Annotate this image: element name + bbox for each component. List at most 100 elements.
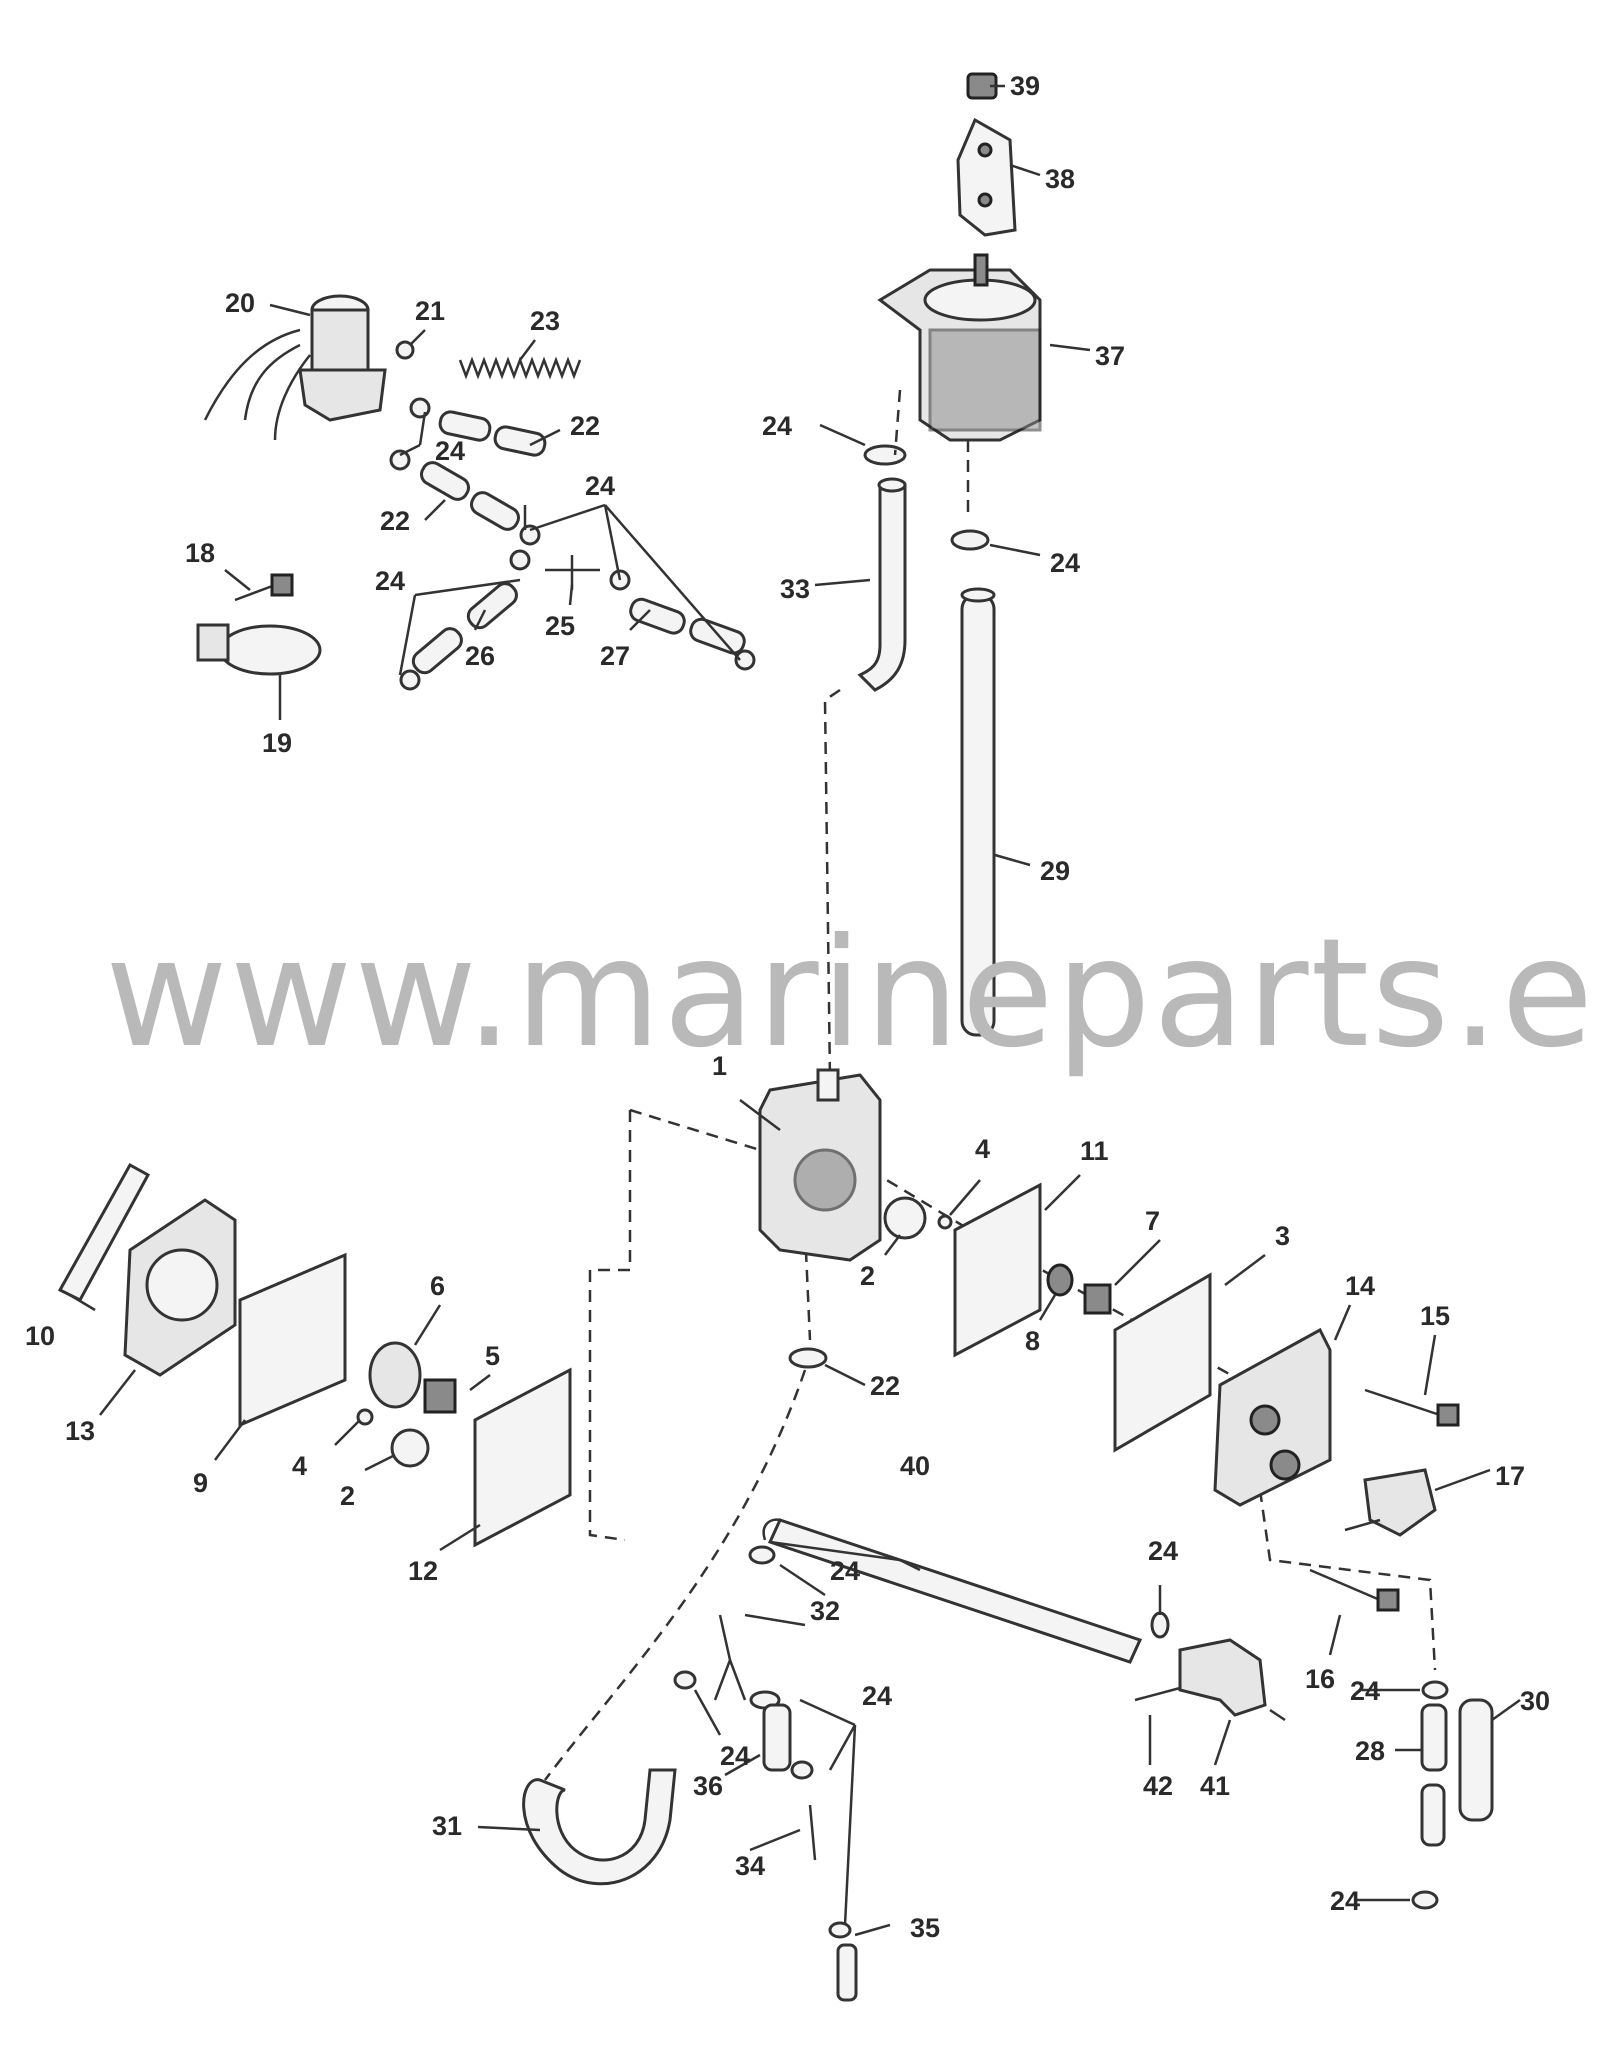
part-12-gasket bbox=[473, 1367, 572, 1548]
part-41-primer bbox=[1178, 1638, 1286, 1722]
part-8-seal bbox=[1046, 1263, 1074, 1297]
leader-lines bbox=[69, 84, 1521, 1937]
callout-21: 21 bbox=[415, 296, 445, 326]
part-29-hose bbox=[960, 587, 996, 1037]
part-35-hose bbox=[836, 1943, 858, 2002]
callout-34: 34 bbox=[735, 1851, 765, 1881]
callout-13: 13 bbox=[65, 1416, 95, 1446]
callout-9: 9 bbox=[193, 1468, 208, 1498]
callout-10: 10 bbox=[25, 1321, 55, 1351]
callout-28: 28 bbox=[1355, 1736, 1385, 1766]
part-9-diaphragm bbox=[238, 1252, 347, 1428]
part-2-disc-right bbox=[883, 1196, 927, 1240]
part-24-clamps-center bbox=[863, 444, 990, 551]
callout-3: 3 bbox=[1275, 1221, 1290, 1251]
part-31-hose bbox=[522, 1768, 677, 1886]
callout-22-c: 22 bbox=[870, 1371, 900, 1401]
callout-41: 41 bbox=[1200, 1771, 1230, 1801]
part-18-bolt bbox=[234, 573, 294, 602]
callout-24-i: 24 bbox=[1148, 1536, 1178, 1566]
callout-2-right: 2 bbox=[860, 1261, 875, 1291]
part-25-tee bbox=[545, 555, 600, 590]
callout-37: 37 bbox=[1095, 341, 1125, 371]
part-7-spring bbox=[1083, 1283, 1112, 1315]
part-24-clamps-upper bbox=[389, 397, 756, 691]
callout-2-left: 2 bbox=[340, 1481, 355, 1511]
callout-24-d: 24 bbox=[762, 411, 792, 441]
callout-24-j: 24 bbox=[1350, 1676, 1380, 1706]
part-17-fitting bbox=[1344, 1468, 1437, 1537]
callout-31: 31 bbox=[432, 1811, 462, 1841]
callout-19: 19 bbox=[262, 728, 292, 758]
part-20-solenoid bbox=[203, 294, 387, 441]
callout-36: 36 bbox=[693, 1771, 723, 1801]
part-4-pin-right bbox=[937, 1214, 953, 1230]
callout-8: 8 bbox=[1025, 1326, 1040, 1356]
part-22-hoses-upper bbox=[420, 410, 547, 531]
watermark-text: www.marineparts.eu bbox=[105, 907, 1602, 1081]
callout-4-left: 4 bbox=[292, 1451, 307, 1481]
part-13-cover bbox=[123, 1198, 237, 1377]
callout-32: 32 bbox=[810, 1596, 840, 1626]
part-36-hose bbox=[762, 1703, 792, 1772]
callout-16: 16 bbox=[1305, 1664, 1335, 1694]
callout-25: 25 bbox=[545, 611, 575, 641]
callout-26: 26 bbox=[465, 641, 495, 671]
callout-5: 5 bbox=[485, 1341, 500, 1371]
callout-20: 20 bbox=[225, 288, 255, 318]
callout-40: 40 bbox=[900, 1451, 930, 1481]
callout-33: 33 bbox=[780, 574, 810, 604]
part-4-pin-left bbox=[356, 1408, 374, 1426]
callout-labels: 39 38 37 20 21 23 22 24 22 24 24 25 26 2… bbox=[25, 71, 1550, 1943]
part-28-hoses bbox=[1420, 1703, 1448, 1847]
callout-24-b: 24 bbox=[585, 471, 615, 501]
callout-17: 17 bbox=[1495, 1461, 1525, 1491]
part-5-spring bbox=[423, 1378, 457, 1414]
part-14-cover bbox=[1213, 1327, 1332, 1507]
part-2-disc-left bbox=[390, 1428, 430, 1468]
part-23-spring bbox=[458, 356, 582, 380]
part-30-hose bbox=[1458, 1698, 1494, 1822]
part-19-clamp bbox=[196, 623, 322, 676]
part-27-hoses bbox=[629, 597, 746, 655]
part-16-screw bbox=[1309, 1568, 1400, 1612]
callout-24-c: 24 bbox=[375, 566, 405, 596]
callout-29: 29 bbox=[1040, 856, 1070, 886]
part-37-fuel-filter bbox=[877, 253, 1042, 442]
callout-39: 39 bbox=[1010, 71, 1040, 101]
callout-24-e: 24 bbox=[1050, 548, 1080, 578]
callout-24-k: 24 bbox=[1330, 1886, 1360, 1916]
part-32-tee bbox=[713, 1614, 747, 1701]
part-38-bracket bbox=[956, 117, 1017, 237]
callout-38: 38 bbox=[1045, 164, 1075, 194]
callout-23: 23 bbox=[530, 306, 560, 336]
callout-18: 18 bbox=[185, 538, 215, 568]
part-24-clamps-lower bbox=[673, 1545, 1449, 1939]
callout-42: 42 bbox=[1143, 1771, 1173, 1801]
callout-24-a: 24 bbox=[435, 436, 465, 466]
callout-14: 14 bbox=[1345, 1271, 1375, 1301]
part-11-gasket bbox=[953, 1182, 1042, 1358]
part-1-pump-body bbox=[758, 1068, 882, 1262]
part-21-washer bbox=[395, 340, 415, 360]
part-22-clamp-lower bbox=[788, 1347, 828, 1369]
callout-30: 30 bbox=[1520, 1686, 1550, 1716]
part-3-diaphragm bbox=[1113, 1272, 1212, 1453]
callout-24-f: 24 bbox=[830, 1556, 860, 1586]
callout-24-g: 24 bbox=[862, 1681, 892, 1711]
callout-11: 11 bbox=[1080, 1136, 1109, 1166]
callout-15: 15 bbox=[1420, 1301, 1450, 1331]
callout-7: 7 bbox=[1145, 1206, 1160, 1236]
part-15-screw bbox=[1364, 1388, 1460, 1427]
callout-4-right: 4 bbox=[975, 1134, 990, 1164]
part-6-plate bbox=[368, 1341, 422, 1409]
callout-24-h: 24 bbox=[720, 1741, 750, 1771]
callout-12: 12 bbox=[408, 1556, 438, 1586]
callout-6: 6 bbox=[430, 1271, 445, 1301]
callout-27: 27 bbox=[600, 641, 630, 671]
part-34-fitting bbox=[808, 1804, 817, 1861]
callout-1: 1 bbox=[712, 1051, 727, 1081]
callout-22-a: 22 bbox=[570, 411, 600, 441]
